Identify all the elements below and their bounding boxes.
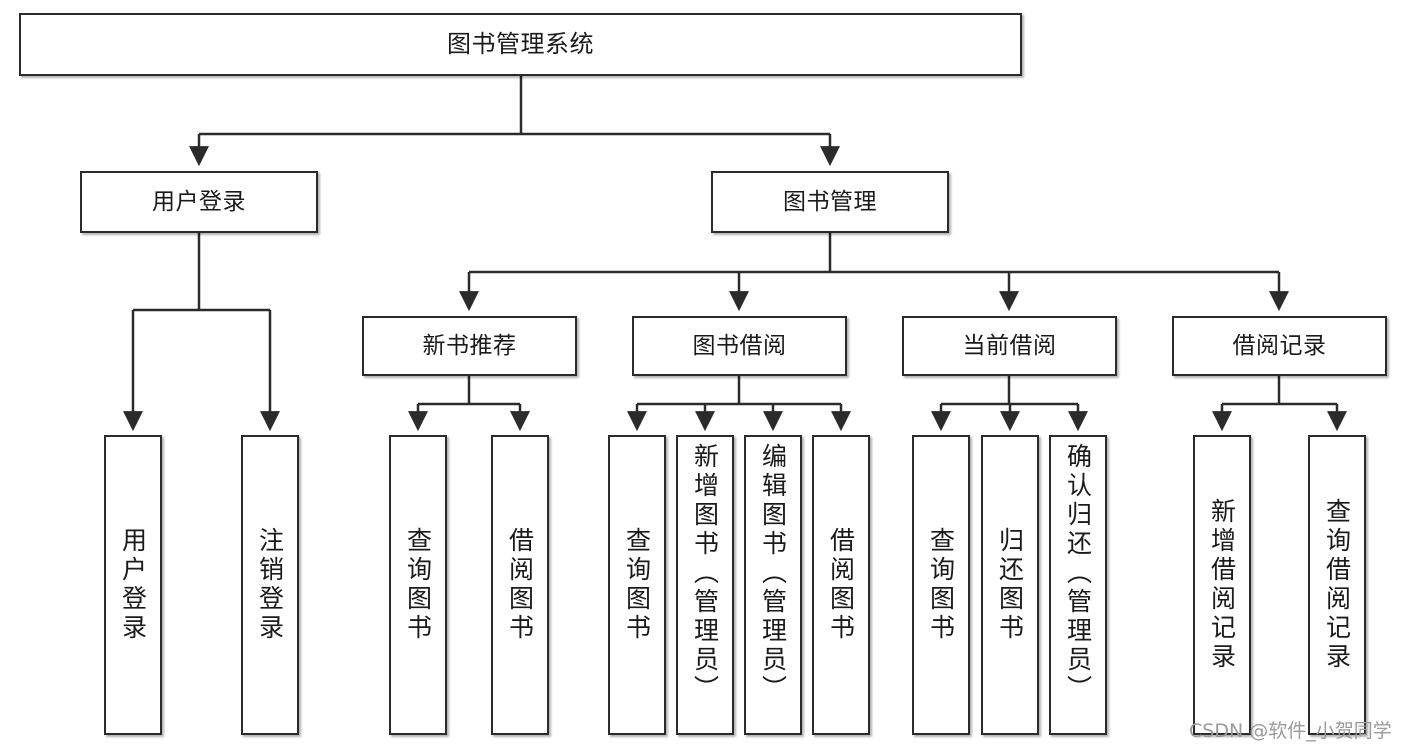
node-leaf-confirm-return-label: 确认归还（管理员） bbox=[1063, 443, 1093, 704]
node-user-login-label: 用户登录 bbox=[152, 188, 246, 215]
node-leaf-return-book[interactable]: 归还图书 bbox=[981, 435, 1039, 735]
node-leaf-add-record-label: 新增借阅记录 bbox=[1207, 498, 1237, 672]
node-current-borrow[interactable]: 当前借阅 bbox=[902, 316, 1117, 376]
node-current-borrow-label: 当前借阅 bbox=[962, 332, 1057, 359]
node-new-book-rec-label: 新书推荐 bbox=[422, 332, 517, 359]
node-borrow-record[interactable]: 借阅记录 bbox=[1172, 316, 1387, 376]
node-leaf-query-book-1-label: 查询图书 bbox=[403, 527, 433, 643]
node-leaf-edit-book-label: 编辑图书（管理员） bbox=[758, 443, 788, 704]
node-leaf-user-login-label: 用户登录 bbox=[118, 527, 148, 643]
node-book-manage[interactable]: 图书管理 bbox=[711, 171, 949, 233]
node-leaf-borrow-book-2[interactable]: 借阅图书 bbox=[812, 435, 870, 735]
node-leaf-user-login[interactable]: 用户登录 bbox=[104, 435, 162, 735]
node-leaf-query-record-label: 查询借阅记录 bbox=[1322, 498, 1352, 672]
node-leaf-query-book-1[interactable]: 查询图书 bbox=[389, 435, 447, 735]
node-leaf-query-book-3-label: 查询图书 bbox=[926, 527, 956, 643]
node-leaf-add-book-label: 新增图书（管理员） bbox=[690, 443, 720, 704]
node-leaf-query-book-2-label: 查询图书 bbox=[622, 527, 652, 643]
node-user-login[interactable]: 用户登录 bbox=[80, 171, 318, 233]
node-leaf-return-book-label: 归还图书 bbox=[995, 527, 1025, 643]
node-book-borrow[interactable]: 图书借阅 bbox=[632, 316, 847, 376]
node-new-book-rec[interactable]: 新书推荐 bbox=[362, 316, 577, 376]
node-leaf-borrow-book-1[interactable]: 借阅图书 bbox=[491, 435, 549, 735]
node-leaf-logout[interactable]: 注销登录 bbox=[241, 435, 299, 735]
node-book-borrow-label: 图书借阅 bbox=[692, 332, 787, 359]
node-leaf-query-book-2[interactable]: 查询图书 bbox=[608, 435, 666, 735]
node-leaf-edit-book[interactable]: 编辑图书（管理员） bbox=[744, 435, 802, 735]
node-book-manage-label: 图书管理 bbox=[783, 188, 877, 215]
node-leaf-borrow-book-1-label: 借阅图书 bbox=[505, 527, 535, 643]
csdn-watermark: CSDN @软件_小贺同学 bbox=[1189, 720, 1392, 742]
node-leaf-add-record[interactable]: 新增借阅记录 bbox=[1193, 435, 1251, 735]
node-leaf-add-book[interactable]: 新增图书（管理员） bbox=[676, 435, 734, 735]
node-root-label: 图书管理系统 bbox=[447, 29, 594, 58]
node-root[interactable]: 图书管理系统 bbox=[19, 13, 1022, 76]
node-leaf-confirm-return[interactable]: 确认归还（管理员） bbox=[1049, 435, 1107, 735]
node-leaf-query-book-3[interactable]: 查询图书 bbox=[912, 435, 970, 735]
node-leaf-query-record[interactable]: 查询借阅记录 bbox=[1308, 435, 1366, 735]
node-borrow-record-label: 借阅记录 bbox=[1232, 332, 1327, 359]
node-leaf-borrow-book-2-label: 借阅图书 bbox=[826, 527, 856, 643]
node-leaf-logout-label: 注销登录 bbox=[255, 527, 285, 643]
